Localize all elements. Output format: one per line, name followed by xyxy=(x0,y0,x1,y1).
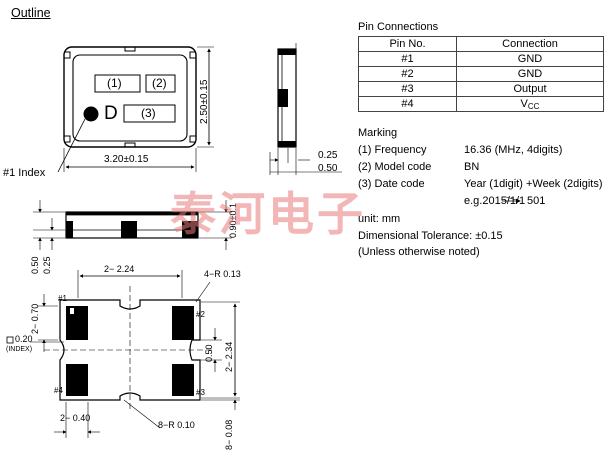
pad-1 xyxy=(66,306,88,340)
label-box-2 xyxy=(145,74,176,93)
pad-4 xyxy=(66,364,88,396)
fp-index-note: (INDEX) xyxy=(6,346,33,353)
fp-pin-1: #1 xyxy=(58,294,67,303)
fp-pin-2: #2 xyxy=(196,310,205,319)
fp-dim-050: 0.50 xyxy=(204,344,214,362)
table-row: #4 VCC xyxy=(358,96,604,112)
conn-cell: VCC xyxy=(456,96,604,112)
fp-dim-224: 2− 2.24 xyxy=(104,264,135,274)
fp-dim-020: 0.20 xyxy=(15,334,33,344)
top-view xyxy=(57,46,214,173)
fp-dim-r010: 8−R 0.10 xyxy=(158,420,195,430)
marking-example: e.g.2015/1/1 xyxy=(464,195,526,207)
unit-note: unit: mm xyxy=(358,213,401,225)
table-row: #2 GND xyxy=(358,66,604,82)
dim-height: 2.50±0.15 xyxy=(199,79,210,124)
marking-example-result: 501 xyxy=(527,195,546,207)
front-dim-025: 0.25 xyxy=(42,256,52,274)
label-date: (3) xyxy=(141,106,156,120)
side-dim-050: 0.50 xyxy=(318,163,338,174)
pin-cell: #3 xyxy=(358,81,457,97)
conn-cell: GND xyxy=(456,51,604,67)
pin-cell: #4 xyxy=(358,96,457,112)
label-box-3 xyxy=(123,104,176,123)
side-dim-025: 0.25 xyxy=(318,150,338,161)
package-lid xyxy=(72,54,188,142)
label-d: D xyxy=(104,103,118,124)
header-pin-no: Pin No. xyxy=(358,36,457,52)
fp-pin-4: #4 xyxy=(54,386,63,395)
tolerance-footnote: (Unless otherwise noted) xyxy=(358,246,480,258)
footprint-view xyxy=(30,270,240,438)
label-box-1 xyxy=(94,74,141,93)
side-view xyxy=(269,43,342,175)
index-dot xyxy=(83,106,99,122)
fp-dim-234: 2− 2.34 xyxy=(224,341,234,372)
vcc-main: V xyxy=(520,97,528,110)
label-model: (2) xyxy=(152,76,167,90)
watermark: 泰河电子 xyxy=(170,187,366,241)
pin-connections-title: Pin Connections xyxy=(358,21,439,33)
fp-dim-008: 8− 0.08 xyxy=(224,419,234,450)
conn-cell: GND xyxy=(456,66,604,82)
marking-value-3: Year (1digit) +Week (2digits) xyxy=(464,178,603,190)
pin-cell: #2 xyxy=(358,66,457,82)
marking-value-1: 16.36 (MHz, 4digits) xyxy=(464,144,563,156)
tolerance-note: Dimensional Tolerance: ±0.15 xyxy=(358,230,503,242)
table-row: #1 GND xyxy=(358,51,604,67)
table-row: #3 Output xyxy=(358,81,604,97)
fp-dim-r013: 4−R 0.13 xyxy=(204,269,241,279)
marking-title: Marking xyxy=(358,127,398,139)
marking-value-2: BN xyxy=(464,161,480,173)
dim-width: 3.20±0.15 xyxy=(104,154,149,165)
front-dim-050: 0.50 xyxy=(30,256,40,274)
vcc-sub: CC xyxy=(527,101,540,111)
pin-connections-table: Pin No. Connection #1 GND #2 GND #3 Outp… xyxy=(358,36,604,112)
marking-label-3: (3) Date code xyxy=(358,178,425,190)
marking-label-2: (2) Model code xyxy=(358,161,432,173)
pad-2 xyxy=(172,306,194,340)
pad-3 xyxy=(172,364,194,396)
table-header-row: Pin No. Connection xyxy=(358,36,604,52)
marking-label-1: (1) Frequency xyxy=(358,144,427,156)
fp-pin-3: #3 xyxy=(196,388,205,397)
outline-title: Outline xyxy=(11,6,51,20)
header-connection: Connection xyxy=(456,36,604,52)
conn-cell: Output xyxy=(456,81,604,97)
fp-dim-070: 2− 0.70 xyxy=(30,303,40,334)
pin-cell: #1 xyxy=(358,51,457,67)
label-frequency: (1) xyxy=(107,76,122,90)
package-outer xyxy=(63,46,197,148)
fp-dim-040: 2− 0.40 xyxy=(60,413,91,423)
front-view xyxy=(33,200,232,250)
index-label: #1 Index xyxy=(3,167,46,179)
